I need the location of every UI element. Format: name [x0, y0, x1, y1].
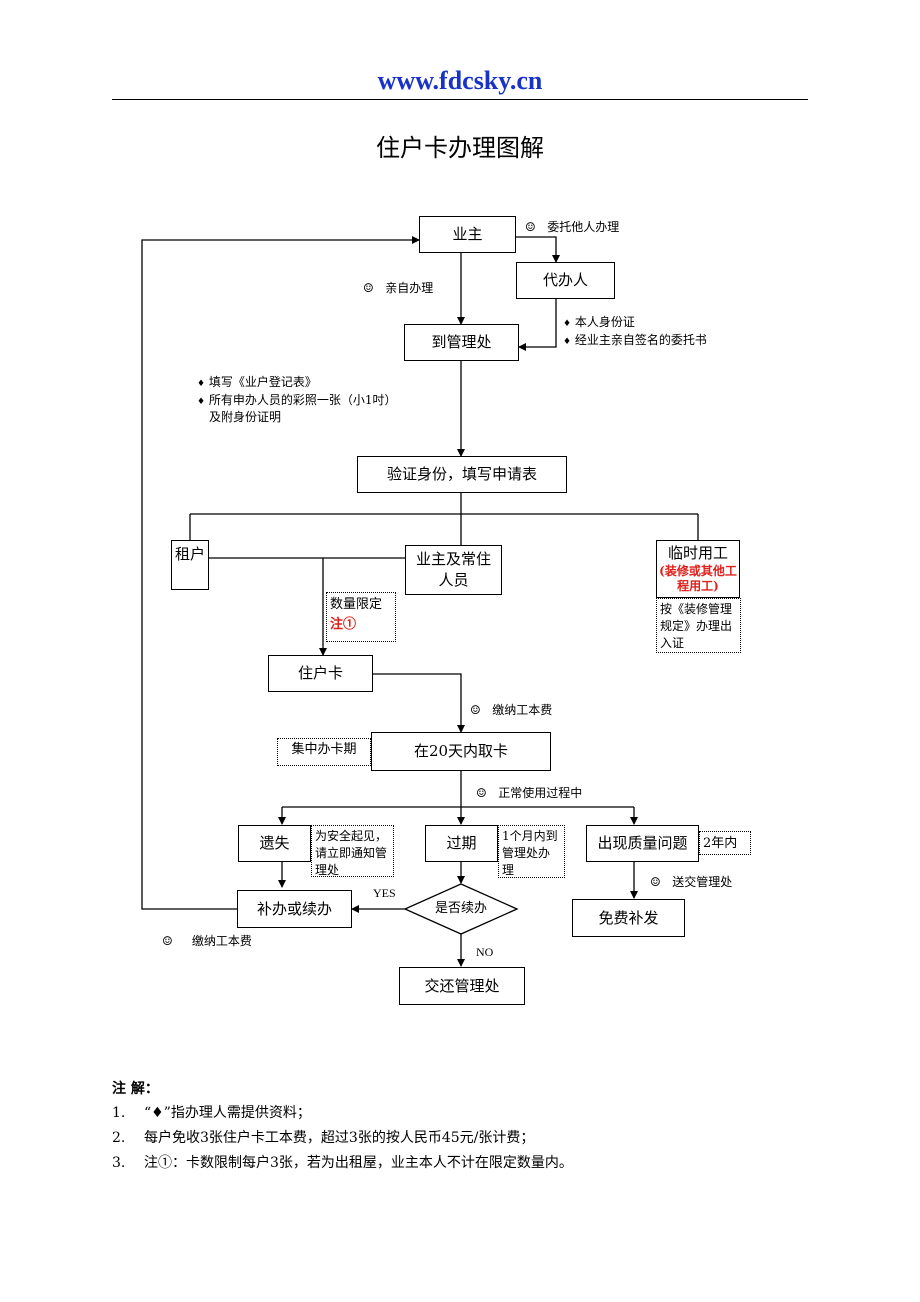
- diamond-icon: ♦: [197, 379, 206, 389]
- note-text: “♦”指办理人需提供资料；: [144, 1105, 311, 1121]
- fill-form-label: ♦ 填写《业户登记表》: [197, 373, 317, 393]
- card-box: 住户卡: [268, 655, 373, 692]
- authorization-label: ♦ 经业主亲自签名的委托书: [563, 331, 707, 351]
- note-number: 2.: [112, 1130, 126, 1146]
- expired-note: 1个月内到管理处办理: [498, 825, 565, 878]
- pay-fee-label: ☺ 缴纳工本费: [470, 701, 552, 719]
- smiley-icon: ☺: [525, 220, 536, 234]
- decision-label: 是否续办: [434, 901, 487, 916]
- smiley-icon: ☺: [650, 875, 661, 889]
- photo-label: ♦ 所有申办人员的彩照一张（小1吋）: [197, 391, 397, 411]
- smiley-icon: ☺: [162, 934, 173, 948]
- resident-label-line1: 业主及常住: [415, 550, 491, 568]
- note1-ref: 注①: [330, 617, 357, 632]
- note-text: 每户免收3张住户卡工本费，超过3张的按人民币45元/张计费；: [144, 1130, 535, 1146]
- smiley-icon: ☺: [476, 786, 487, 800]
- tenant-box: 租户: [171, 540, 209, 590]
- header-divider: [112, 99, 808, 100]
- tenant-label: 租户: [174, 545, 205, 563]
- diamond-icon: ♦: [563, 337, 572, 347]
- temp-worker-label: 临时用工: [667, 544, 728, 562]
- no-label: NO: [476, 945, 494, 959]
- quantity-limit-note: 数量限定 注①: [326, 592, 396, 642]
- site-url[interactable]: www.fdcsky.cn: [377, 66, 543, 95]
- decoration-rule-note: 按《装修管理规定》办理出入证: [656, 598, 741, 653]
- id-card-text: 本人身份证: [574, 315, 635, 329]
- entrust-label: ☺ 委托他人办理: [525, 218, 619, 236]
- quantity-limit-label: 数量限定: [330, 597, 383, 612]
- send-office-label: ☺ 送交管理处: [650, 873, 732, 891]
- diamond-icon: ♦: [563, 319, 572, 329]
- smiley-icon: ☺: [363, 281, 374, 295]
- free-reissue-box: 免费补发: [572, 899, 685, 937]
- lost-box: 遗失: [238, 825, 311, 862]
- resident-box: 业主及常住 人员: [405, 545, 502, 595]
- id-card-label: ♦ 本人身份证: [563, 313, 635, 333]
- self-text: 亲自办理: [385, 281, 434, 295]
- note-item: 2. 每户免收3张住户卡工本费，超过3张的按人民币45元/张计费；: [112, 1128, 534, 1148]
- entrust-text: 委托他人办理: [547, 220, 620, 234]
- reissue-box: 补办或续办: [237, 890, 352, 928]
- photo-label-line2: 及附身份证明: [209, 410, 282, 424]
- quality-box: 出现质量问题: [586, 825, 699, 862]
- note-item: 1. “♦”指办理人需提供资料；: [112, 1103, 311, 1123]
- note-number: 3.: [112, 1155, 126, 1171]
- photo-text-line1: 所有申办人员的彩照一张（小1吋）: [208, 393, 397, 407]
- note-item: 3. 注①：卡数限制每户3张，若为出租屋，业主本人不计在限定数量内。: [112, 1153, 573, 1173]
- authorization-text: 经业主亲自签名的委托书: [574, 333, 707, 347]
- pay-fee2-text: 缴纳工本费: [191, 934, 252, 948]
- office-box: 到管理处: [404, 324, 519, 361]
- smiley-icon: ☺: [470, 703, 481, 717]
- self-label: ☺ 亲自办理: [363, 279, 433, 297]
- pay-fee-text: 缴纳工本费: [492, 703, 553, 717]
- fill-form-text: 填写《业户登记表》: [208, 375, 317, 389]
- normal-use-text: 正常使用过程中: [498, 786, 583, 800]
- resident-label-line2: 人员: [438, 571, 469, 589]
- page-title: 住户卡办理图解: [376, 134, 544, 162]
- note-text: 注①：卡数限制每户3张，若为出租屋，业主本人不计在限定数量内。: [144, 1155, 573, 1171]
- verify-box: 验证身份，填写申请表: [357, 456, 567, 493]
- expired-box: 过期: [425, 825, 498, 862]
- pickup-box: 在20天内取卡: [371, 732, 551, 771]
- decision-diamond: [403, 883, 519, 935]
- yes-label: YES: [373, 886, 396, 900]
- send-office-text: 送交管理处: [672, 875, 733, 889]
- temp-worker-box: 临时用工 (装修或其他工程用工): [656, 540, 740, 598]
- warranty-note: 2年内: [699, 831, 751, 855]
- notes-heading: 注 解：: [112, 1081, 159, 1097]
- diamond-icon: ♦: [197, 397, 206, 407]
- collect-period-note: 集中办卡期: [277, 738, 371, 766]
- pay-fee2-label: ☺ 缴纳工本费: [162, 932, 252, 950]
- note-number: 1.: [112, 1105, 126, 1121]
- owner-box: 业主: [419, 216, 516, 253]
- lost-note: 为安全起见，请立即通知管理处: [311, 825, 394, 877]
- return-box: 交还管理处: [399, 967, 525, 1005]
- temp-worker-note: (装修或其他工程用工): [659, 564, 737, 593]
- normal-use-label: ☺ 正常使用过程中: [476, 784, 582, 802]
- agent-box: 代办人: [516, 262, 615, 299]
